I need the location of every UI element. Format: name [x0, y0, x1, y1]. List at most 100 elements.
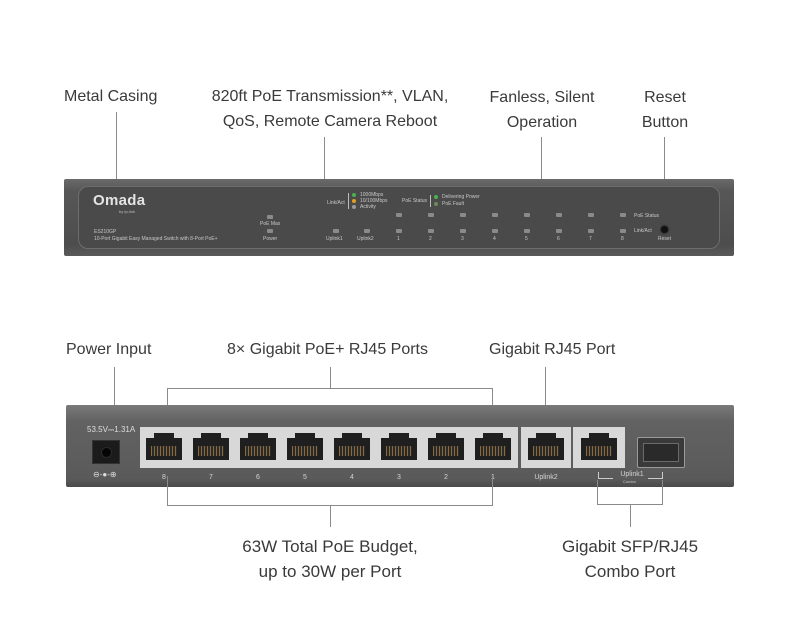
- rj45-latch: [389, 433, 409, 440]
- callout-reset-line2: Button: [641, 114, 689, 131]
- led-green-icon: [434, 195, 438, 199]
- poe-status-led: [588, 213, 594, 217]
- sfp-cage: [643, 443, 679, 462]
- rj45-port[interactable]: [237, 430, 279, 462]
- callout-budget-line1: 63W Total PoE Budget,: [242, 537, 418, 556]
- rj45-port[interactable]: [190, 430, 232, 462]
- link-act-row-label: Link/Act: [634, 228, 652, 234]
- callout-combo-line1: Gigabit SFP/RJ45: [561, 537, 699, 556]
- dc-jack-hole: [101, 447, 112, 458]
- polarity-icon: ⊖-●-⊕: [93, 470, 117, 479]
- poe-status-led: [396, 213, 402, 217]
- rj45-pins: [292, 446, 318, 456]
- link-act-legend-label: Link/Act: [327, 200, 345, 206]
- callout-combo-line2: Combo Port: [584, 562, 676, 581]
- uplink1-port-label: Uplink1: [620, 471, 644, 478]
- legend-10-100: 10/100Mbps: [360, 198, 388, 204]
- port-number-label: 4: [350, 474, 354, 481]
- model-name: ES210GP: [94, 229, 117, 235]
- bracket-line: [597, 480, 598, 504]
- link-act-led: [620, 229, 626, 233]
- port-number-label: 3: [397, 474, 401, 481]
- rj45-port[interactable]: [425, 430, 467, 462]
- legend-delivering: Delivering Power: [442, 194, 480, 200]
- port-number-label: 1: [491, 474, 495, 481]
- poe-status-led: [524, 213, 530, 217]
- link-act-led: [492, 229, 498, 233]
- uplink2-label: Uplink2: [357, 236, 374, 242]
- legend-bracket: [430, 195, 431, 207]
- uplink1-label: Uplink1: [326, 236, 343, 242]
- leader-line: [330, 367, 331, 388]
- brand-sub: by tp-link: [119, 209, 136, 214]
- uplink2-led: [364, 229, 370, 233]
- sfp-port[interactable]: [637, 437, 685, 468]
- poe-status-led: [620, 213, 626, 217]
- poe-status-legend-label: PoE Status: [402, 198, 428, 204]
- rj45-pins: [480, 446, 506, 456]
- reset-label: Reset: [658, 236, 672, 242]
- power-label: Power: [263, 236, 278, 242]
- callout-reset: Reset Button: [630, 85, 700, 135]
- rj45-pins: [198, 446, 224, 456]
- bracket-line: [167, 388, 493, 389]
- callout-metal-casing: Metal Casing: [64, 88, 158, 105]
- combo-label: Combo: [623, 479, 636, 484]
- dc-power-jack[interactable]: [92, 440, 120, 464]
- callout-poe-ports: 8× Gigabit PoE+ RJ45 Ports: [227, 341, 428, 358]
- leader-line: [541, 137, 542, 179]
- rj45-latch: [201, 433, 221, 440]
- poe-status-led: [428, 213, 434, 217]
- callout-rj45-port: Gigabit RJ45 Port: [489, 341, 616, 358]
- poe-max-label: PoE Max: [260, 221, 281, 227]
- leader-line: [116, 112, 117, 179]
- leader-line: [330, 505, 331, 527]
- link-act-led: [428, 229, 434, 233]
- brand-logo: Omada: [93, 192, 146, 209]
- reset-button[interactable]: [661, 226, 668, 233]
- link-act-led: [556, 229, 562, 233]
- rj45-port[interactable]: [525, 430, 567, 462]
- leader-line: [545, 367, 546, 427]
- power-led: [267, 229, 273, 233]
- callout-poe-line1: 820ft PoE Transmission**, VLAN,: [211, 88, 449, 105]
- legend-activity: Activity: [360, 204, 376, 210]
- led-green-icon: [352, 193, 356, 197]
- rj45-port[interactable]: [143, 430, 185, 462]
- callout-poe-line2: QoS, Remote Camera Reboot: [222, 113, 438, 130]
- poe-status-led: [556, 213, 562, 217]
- callout-combo-port: Gigabit SFP/RJ45 Combo Port: [560, 534, 700, 584]
- rj45-latch: [154, 433, 174, 440]
- port-number-label: 8: [162, 474, 166, 481]
- uplink1-led: [333, 229, 339, 233]
- poe-status-row-label: PoE Status: [634, 213, 660, 219]
- leader-line: [114, 367, 115, 441]
- rj45-port[interactable]: [284, 430, 326, 462]
- callout-fanless-line1: Fanless, Silent: [489, 89, 595, 106]
- rj45-pins: [245, 446, 271, 456]
- callout-reset-line1: Reset: [644, 89, 686, 106]
- rj45-latch: [536, 433, 556, 440]
- model-description: 10-Port Gigabit Easy Managed Switch with…: [94, 236, 218, 242]
- rj45-port[interactable]: [472, 430, 514, 462]
- rj45-port[interactable]: [578, 430, 620, 462]
- rj45-port[interactable]: [331, 430, 373, 462]
- port-number-label: 7: [209, 474, 213, 481]
- port-number-label: 6: [256, 474, 260, 481]
- led-amber-icon: [352, 199, 356, 203]
- bracket-line: [662, 480, 663, 504]
- port-number-label: 2: [429, 236, 432, 242]
- rj45-latch: [295, 433, 315, 440]
- combo-bracket: [598, 478, 613, 479]
- bracket-line: [492, 476, 493, 506]
- legend-1000: 1000Mbps: [360, 192, 384, 198]
- poe-status-led: [460, 213, 466, 217]
- combo-bracket: [648, 478, 663, 479]
- rj45-latch: [342, 433, 362, 440]
- rj45-latch: [483, 433, 503, 440]
- rj45-port[interactable]: [378, 430, 420, 462]
- link-act-led: [460, 229, 466, 233]
- callout-poe-transmission: 820ft PoE Transmission**, VLAN, QoS, Rem…: [192, 84, 468, 134]
- leader-line: [324, 137, 325, 179]
- callout-poe-budget: 63W Total PoE Budget, up to 30W per Port: [240, 534, 420, 584]
